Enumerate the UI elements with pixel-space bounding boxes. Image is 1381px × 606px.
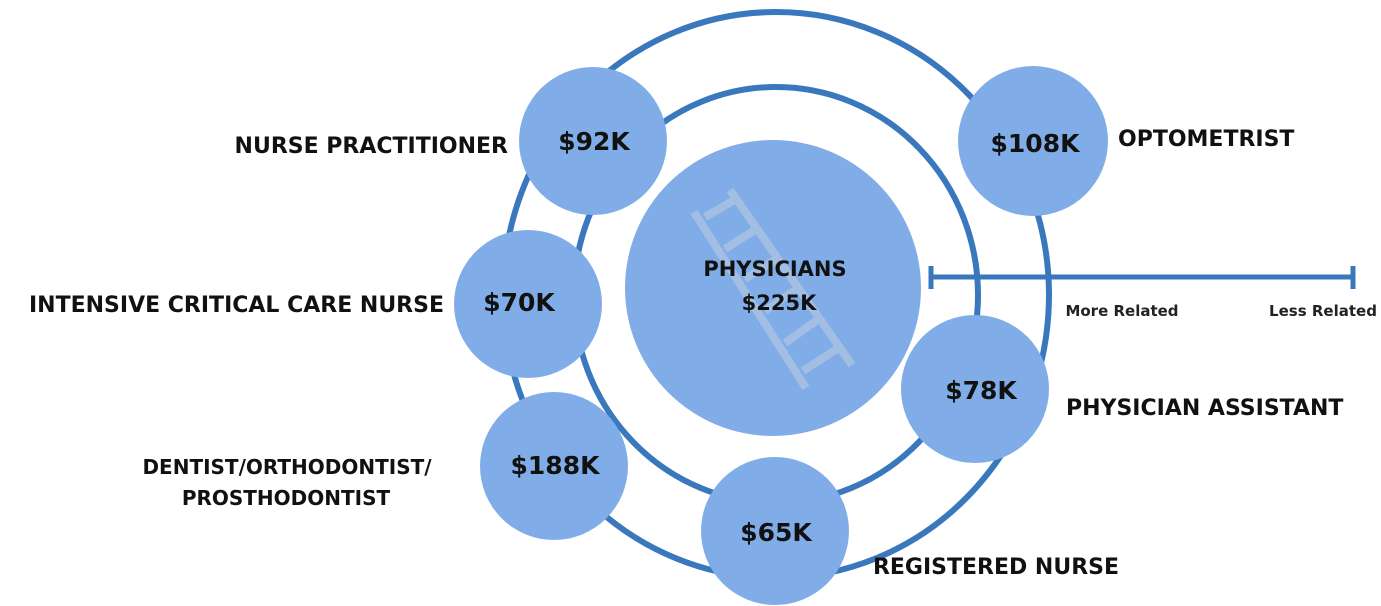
salary-value: $188K <box>511 451 602 480</box>
occupation-registered-nurse: $65K REGISTERED NURSE <box>701 457 1119 605</box>
center-physicians: PHYSICIANS $225K <box>625 140 921 436</box>
bubble <box>454 230 602 378</box>
center-title: PHYSICIANS <box>703 257 846 281</box>
bubble <box>701 457 849 605</box>
center-bubble <box>625 140 921 436</box>
scale-left-label: More Related <box>1065 302 1178 320</box>
occupation-label: INTENSIVE CRITICAL CARE NURSE <box>29 293 444 318</box>
salary-value: $92K <box>558 127 631 156</box>
salary-value: $108K <box>991 129 1082 158</box>
occupation-intensive-critical-care-nurse: $70K INTENSIVE CRITICAL CARE NURSE <box>29 230 602 378</box>
occupation-label: OPTOMETRIST <box>1118 127 1294 152</box>
occupation-nurse-practitioner: $92K NURSE PRACTITIONER <box>235 67 667 215</box>
ladder-icon <box>690 187 856 391</box>
occupation-label: REGISTERED NURSE <box>873 555 1119 580</box>
scale-right-label: Less Related <box>1269 302 1377 320</box>
relatedness-scale: More Related Less Related <box>928 266 1377 320</box>
occupation-label-line-2: PROSTHODONTIST <box>182 486 391 510</box>
occupation-label-line-1: DENTIST/ORTHODONTIST/ <box>142 455 432 479</box>
occupation-physician-assistant: $78K PHYSICIAN ASSISTANT <box>901 315 1343 463</box>
occupation-label: PHYSICIAN ASSISTANT <box>1066 396 1343 421</box>
center-salary: $225K <box>742 291 817 315</box>
occupation-optometrist: $108K OPTOMETRIST <box>958 66 1294 216</box>
bubble <box>480 392 628 540</box>
bubble <box>958 66 1108 216</box>
occupation-label: NURSE PRACTITIONER <box>235 134 509 159</box>
salary-value: $78K <box>945 376 1018 405</box>
salary-value: $65K <box>740 518 813 547</box>
bubble <box>519 67 667 215</box>
salary-value: $70K <box>483 288 556 317</box>
bubble <box>901 315 1049 463</box>
occupation-dentist-orthodontist-prosthodontist: $188K DENTIST/ORTHODONTIST/ PROSTHODONTI… <box>142 392 628 540</box>
